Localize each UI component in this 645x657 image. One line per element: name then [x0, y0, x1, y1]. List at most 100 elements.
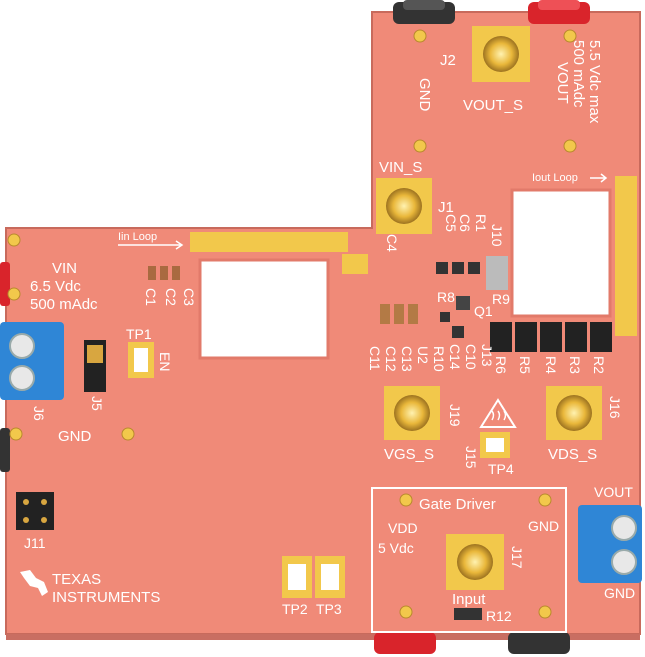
label-c4: C4: [384, 234, 400, 252]
label-gnd-right: GND: [604, 585, 635, 601]
banana-jack-vdd-bottom[interactable]: [374, 632, 436, 654]
cutout-right: [510, 188, 612, 318]
label-gate-driver: Gate Driver: [419, 496, 496, 513]
label-r1: R1: [473, 214, 489, 232]
j19-vgs-s-socket[interactable]: [384, 386, 440, 440]
j6-terminal-block[interactable]: [0, 322, 64, 400]
label-j10: J10: [489, 224, 505, 247]
j11-jumper[interactable]: [16, 492, 54, 530]
label-r3: R3: [567, 356, 583, 374]
j1-vin-s-socket[interactable]: [376, 178, 432, 234]
label-c1: C1: [143, 288, 159, 306]
iout-loop-arrow-icon: [590, 173, 608, 183]
label-ti-instruments: INSTRUMENTS: [52, 589, 160, 606]
label-r4: R4: [543, 356, 559, 374]
label-tp4: TP4: [488, 461, 514, 477]
label-j16: J16: [607, 396, 623, 419]
label-r9: R9: [492, 291, 510, 307]
label-vdd-spec: 5 Vdc: [378, 540, 414, 556]
label-j13: J13: [479, 344, 495, 367]
label-r5: R5: [517, 356, 533, 374]
label-j17: J17: [509, 546, 525, 569]
label-r2: R2: [591, 356, 607, 374]
label-j1: J1: [438, 199, 454, 216]
tp2[interactable]: [282, 556, 312, 598]
label-c12: C12: [383, 346, 399, 372]
label-j19: J19: [447, 404, 463, 427]
label-j6: J6: [31, 406, 47, 421]
label-u2: U2: [415, 346, 431, 364]
label-vout-right: VOUT: [594, 484, 633, 500]
j10-jumper[interactable]: [486, 256, 508, 290]
tp3[interactable]: [315, 556, 345, 598]
label-en: EN: [157, 352, 173, 371]
label-vdd: VDD: [388, 520, 418, 536]
banana-jack-vout-top[interactable]: [528, 0, 590, 24]
label-tp3: TP3: [316, 601, 342, 617]
label-c11: C11: [367, 346, 383, 371]
label-gnd-left: GND: [58, 428, 92, 445]
label-c14: C14: [447, 344, 463, 370]
label-c3: C3: [181, 288, 197, 306]
label-vds-s: VDS_S: [548, 446, 597, 463]
banana-jack-gnd-bottom[interactable]: [508, 632, 570, 654]
smd-caps-c11-c13: [380, 304, 418, 324]
label-c13: C13: [399, 346, 415, 372]
label-r6: R6: [493, 356, 509, 374]
label-vout-spec-1: 5.5 Vdc max: [586, 40, 603, 124]
iout-loop-bar[interactable]: [615, 176, 637, 336]
j2-vout-s-socket[interactable]: [472, 26, 530, 82]
label-j15: J15: [463, 446, 479, 469]
label-vin-spec-1: 6.5 Vdc: [30, 278, 81, 295]
smd-caps-c1-c3: [148, 266, 180, 280]
label-r10: R10: [431, 346, 447, 372]
j5-jumper[interactable]: [84, 340, 106, 392]
label-vgs-s: VGS_S: [384, 446, 434, 463]
label-iout-loop: Iout Loop: [532, 172, 578, 184]
board-edge-shadow: [6, 634, 640, 640]
label-tp2: TP2: [282, 601, 308, 617]
label-r12: R12: [486, 608, 512, 624]
label-r8: R8: [437, 289, 455, 305]
j16-vds-s-socket[interactable]: [546, 386, 602, 440]
banana-jack-gnd-top[interactable]: [393, 0, 455, 24]
resistor-bank: [490, 322, 612, 352]
hot-surface-warning-icon: [479, 398, 517, 428]
mounting-vias: [7, 29, 577, 619]
tp4[interactable]: [480, 432, 510, 458]
label-gnd-top: GND: [416, 78, 433, 112]
label-ti-texas: TEXAS: [52, 571, 101, 588]
ti-logo-icon: [20, 570, 48, 596]
label-c6: C6: [457, 214, 473, 232]
cutout-left: [198, 258, 330, 360]
label-tp1: TP1: [126, 326, 152, 342]
label-vout-spec-2: 500 mAdc: [570, 40, 587, 108]
label-vout-spec-3: VOUT: [554, 62, 571, 104]
label-q1: Q1: [474, 303, 493, 319]
label-input: Input: [452, 591, 486, 608]
label-vout-s: VOUT_S: [463, 97, 523, 114]
label-j5: J5: [89, 396, 105, 411]
label-iin-loop: Iin Loop: [118, 231, 157, 243]
iin-loop-bar[interactable]: [190, 232, 348, 252]
label-vin: VIN: [52, 260, 77, 277]
tp1-en[interactable]: [128, 342, 154, 378]
label-j2: J2: [440, 52, 456, 69]
label-vin-spec-2: 500 mAdc: [30, 296, 98, 313]
smd-parts-center: [436, 262, 482, 620]
j17-input-socket[interactable]: [446, 534, 504, 590]
gate-driver-box: [371, 487, 567, 633]
iin-loop-arrow-icon: [118, 240, 184, 250]
c4-pad: [342, 254, 368, 274]
label-c2: C2: [163, 288, 179, 306]
vout-terminal-block[interactable]: [578, 505, 642, 583]
label-c10: C10: [463, 344, 479, 370]
label-gnd-gate: GND: [528, 518, 559, 534]
label-vin-s: VIN_S: [379, 159, 422, 176]
banana-jack-gnd-left[interactable]: [0, 428, 10, 472]
label-c5: C5: [443, 214, 459, 232]
banana-jack-vin-left[interactable]: [0, 262, 10, 306]
label-j11: J11: [24, 535, 46, 551]
